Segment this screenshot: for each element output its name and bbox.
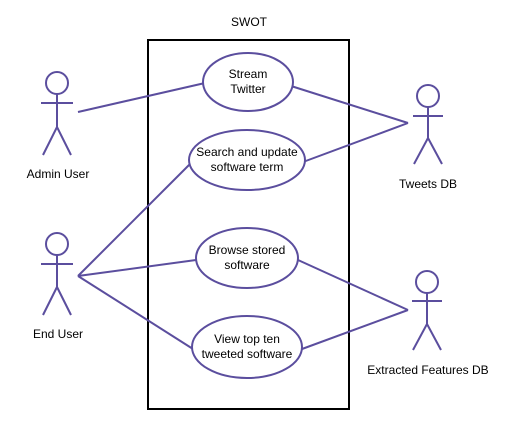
- actor-end-user-figure: [41, 232, 73, 316]
- use-case-stream-twitter: [202, 52, 294, 112]
- actor-admin-user-label: Admin User: [26, 167, 90, 181]
- use-case-search-update: [188, 129, 306, 191]
- association-enduser-viewtop: [77, 275, 194, 350]
- association-viewtop-featuresdb: [301, 309, 409, 350]
- association-enduser-browse: [77, 259, 197, 277]
- actor-extracted-features-db-label: Extracted Features DB: [367, 363, 489, 377]
- use-case-view-top-ten-label: View top ten tweeted software: [201, 332, 293, 361]
- use-case-stream-twitter-label: Stream Twitter: [228, 67, 268, 96]
- actor-extracted-features-db-figure: [412, 270, 442, 351]
- actor-end-user-label: End User: [32, 327, 84, 341]
- actor-tweets-db-label: Tweets DB: [398, 177, 458, 191]
- association-stream-tweetsdb: [290, 85, 409, 124]
- association-search-tweetsdb: [302, 122, 409, 163]
- association-enduser-search: [77, 162, 192, 277]
- use-case-search-update-label: Search and update software term: [196, 145, 298, 174]
- system-boundary: [147, 39, 350, 410]
- association-admin-stream: [77, 82, 206, 113]
- diagram-title: SWOT: [231, 15, 267, 29]
- actor-admin-user-figure: [41, 71, 73, 156]
- use-case-view-top-ten: [191, 315, 303, 379]
- use-case-browse-stored-label: Browse stored software: [208, 243, 286, 272]
- use-case-browse-stored: [195, 227, 299, 289]
- actor-tweets-db-figure: [413, 84, 443, 165]
- association-browse-featuresdb: [297, 259, 409, 311]
